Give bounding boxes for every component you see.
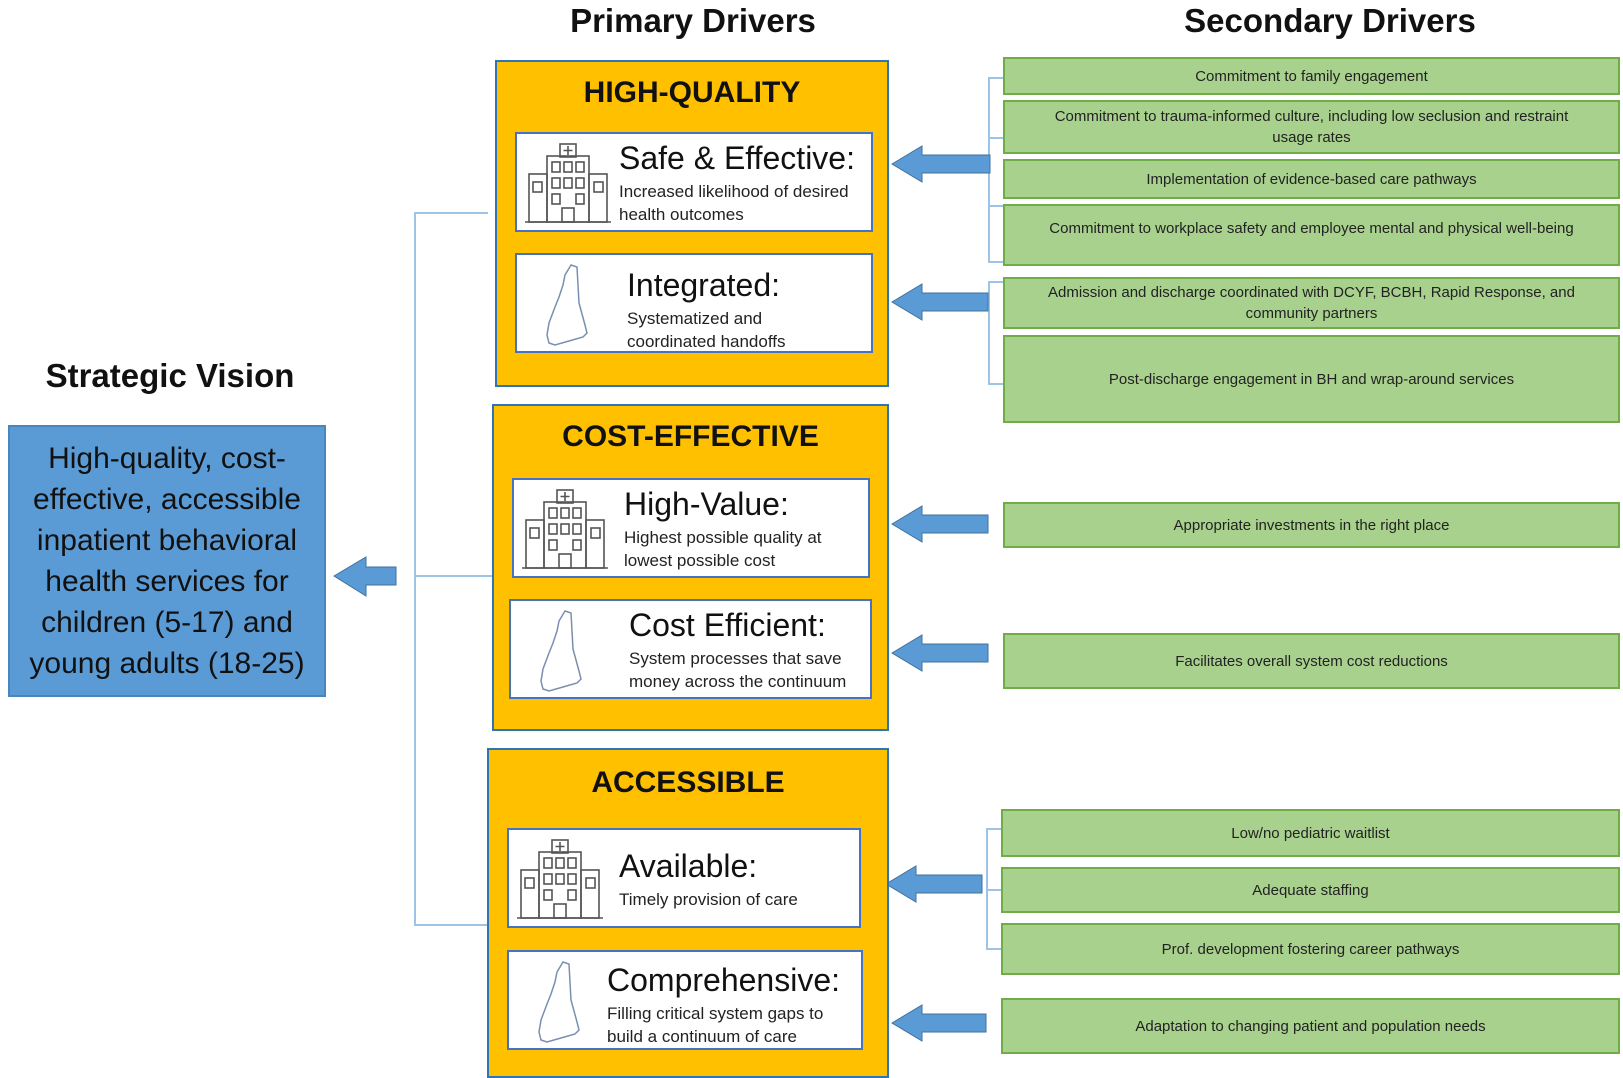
primary-drivers-header: Primary Drivers [570, 2, 816, 39]
secondary-driver-text: Appropriate investments in the right pla… [1173, 516, 1450, 534]
card-description: Highest possible quality at lowest possi… [624, 528, 822, 570]
hospital-icon [525, 142, 611, 226]
vision-connector-lines [414, 77, 1003, 950]
card-comprehensive: Comprehensive: Filling critical system g… [507, 950, 863, 1050]
card-description: Timely provision of care [619, 890, 798, 909]
strategic-vision-text: High-quality, cost-effective, accessible… [29, 442, 305, 680]
state-outline-icon [519, 609, 605, 693]
secondary-driver-box: Prof. development fostering career pathw… [1001, 923, 1620, 975]
card-title: Available: [619, 848, 758, 884]
secondary-driver-box: Post-discharge engagement in BH and wrap… [1003, 335, 1620, 423]
card-title: Safe & Effective: [619, 140, 855, 176]
hospital-icon [517, 838, 603, 922]
strategic-vision-header: Strategic Vision [45, 357, 295, 394]
secondary-drivers-header: Secondary Drivers [1184, 2, 1476, 39]
arrow-available-icon [885, 865, 983, 903]
secondary-driver-box: Admission and discharge coordinated with… [1003, 277, 1620, 329]
group-title: COST-EFFECTIVE [562, 420, 819, 453]
strategic-vision-box: High-quality, cost-effective, accessible… [8, 425, 326, 697]
arrow-cost-efficient-icon [891, 634, 989, 672]
secondary-driver-text: Commitment to workplace safety and emplo… [1049, 220, 1574, 237]
group-accessible: ACCESSIBLE Available: Timely provision o… [487, 748, 889, 1078]
secondary-driver-text: Adequate staffing [1252, 881, 1369, 899]
secondary-driver-box: Implementation of evidence-based care pa… [1003, 159, 1620, 199]
card-safe-effective: Safe & Effective: Increased likelihood o… [515, 132, 873, 232]
card-description: Systematized and coordinated handoffs [627, 309, 786, 351]
arrow-integrated-icon [891, 283, 989, 321]
card-integrated: Integrated: Systematized and coordinated… [515, 253, 873, 353]
arrow-to-vision-icon [333, 556, 397, 597]
secondary-driver-box: Commitment to trauma-informed culture, i… [1003, 100, 1620, 154]
card-cost-efficient: Cost Efficient: System processes that sa… [509, 599, 872, 699]
arrow-high-value-icon [891, 505, 989, 543]
card-title: Cost Efficient: [629, 607, 826, 643]
secondary-driver-box: Adequate staffing [1001, 867, 1620, 913]
secondary-driver-text: Commitment to trauma-informed culture, i… [1054, 108, 1569, 146]
secondary-driver-box: Facilitates overall system cost reductio… [1003, 633, 1620, 689]
secondary-driver-text: Facilitates overall system cost reductio… [1175, 652, 1448, 670]
secondary-driver-box: Commitment to family engagement [1003, 57, 1620, 95]
group-high-quality: HIGH-QUALITY Safe & Effective: Increased… [495, 60, 889, 387]
arrow-comprehensive-icon [891, 1004, 987, 1042]
secondary-driver-box: Commitment to workplace safety and emplo… [1003, 204, 1620, 266]
card-available: Available: Timely provision of care [507, 828, 861, 928]
secondary-driver-text: Adaptation to changing patient and popul… [1135, 1017, 1486, 1035]
card-description: Increased likelihood of desired health o… [619, 182, 849, 224]
secondary-driver-box: Low/no pediatric waitlist [1001, 809, 1620, 857]
secondary-driver-text: Implementation of evidence-based care pa… [1146, 170, 1477, 188]
secondary-driver-text: Post-discharge engagement in BH and wrap… [1108, 370, 1515, 388]
hospital-icon [522, 488, 608, 572]
group-title: ACCESSIBLE [591, 766, 785, 799]
group-title: HIGH-QUALITY [583, 76, 801, 109]
secondary-driver-text: Low/no pediatric waitlist [1231, 824, 1390, 842]
card-title: High-Value: [624, 486, 789, 522]
card-title: Comprehensive: [607, 962, 840, 998]
secondary-driver-box: Adaptation to changing patient and popul… [1001, 998, 1620, 1054]
card-description: Filling critical system gaps to build a … [607, 1004, 824, 1046]
secondary-driver-box: Appropriate investments in the right pla… [1003, 502, 1620, 548]
secondary-driver-text: Admission and discharge coordinated with… [1048, 284, 1575, 322]
card-description: System processes that save money across … [629, 649, 847, 691]
card-high-value: High-Value: Highest possible quality at … [512, 478, 870, 578]
state-outline-icon [525, 263, 611, 347]
state-outline-icon [517, 960, 603, 1044]
secondary-driver-text: Commitment to family engagement [1195, 67, 1428, 85]
arrow-safe-effective-icon [891, 145, 991, 183]
card-title: Integrated: [627, 267, 780, 303]
secondary-driver-text: Prof. development fostering career pathw… [1161, 940, 1460, 958]
group-cost-effective: COST-EFFECTIVE High-Value: Highest possi… [492, 404, 889, 731]
